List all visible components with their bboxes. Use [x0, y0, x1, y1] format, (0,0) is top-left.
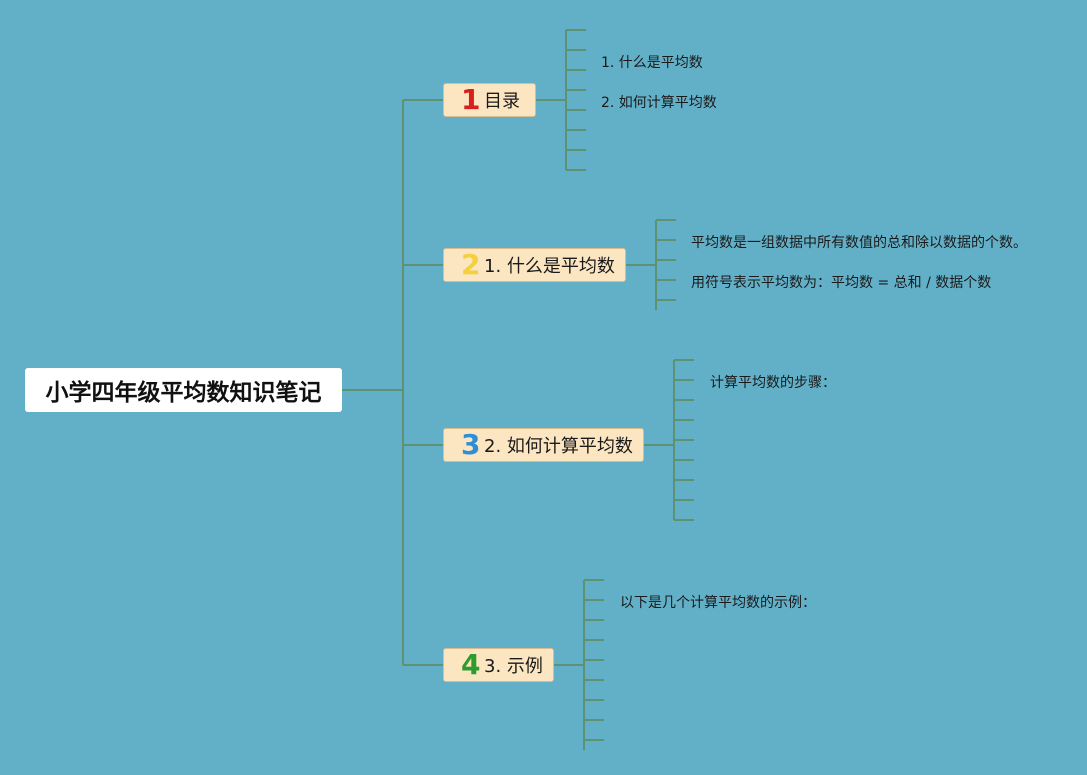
leaf-item[interactable]: 1. 什么是平均数: [601, 55, 703, 71]
branch-label: 2. 如何计算平均数: [484, 436, 633, 457]
leaf-item[interactable]: 计算平均数的步骤：: [710, 375, 836, 391]
branch-toc[interactable]: 1 目录: [443, 83, 536, 117]
branch-how-to-calculate[interactable]: 3 2. 如何计算平均数: [443, 428, 644, 462]
leaf-item[interactable]: 用符号表示平均数为：平均数 = 总和 / 数据个数: [691, 275, 992, 291]
root-title: 小学四年级平均数知识笔记: [45, 380, 322, 406]
branch-number-4: 4: [461, 648, 481, 681]
branch-label: 3. 示例: [484, 656, 543, 677]
branch-number-3: 3: [461, 428, 481, 461]
branch-examples[interactable]: 4 3. 示例: [443, 648, 554, 682]
branch-number-1: 1: [461, 83, 481, 116]
branch-what-is-average[interactable]: 2 1. 什么是平均数: [443, 248, 626, 282]
leaf-item[interactable]: 以下是几个计算平均数的示例：: [620, 595, 816, 611]
leaf-item[interactable]: 2. 如何计算平均数: [601, 95, 717, 111]
root-topic[interactable]: 小学四年级平均数知识笔记: [25, 368, 342, 412]
branch-number-2: 2: [461, 248, 481, 281]
leaf-item[interactable]: 平均数是一组数据中所有数值的总和除以数据的个数。: [691, 235, 1027, 251]
branch-label: 目录: [484, 91, 520, 112]
branch-label: 1. 什么是平均数: [484, 256, 615, 277]
